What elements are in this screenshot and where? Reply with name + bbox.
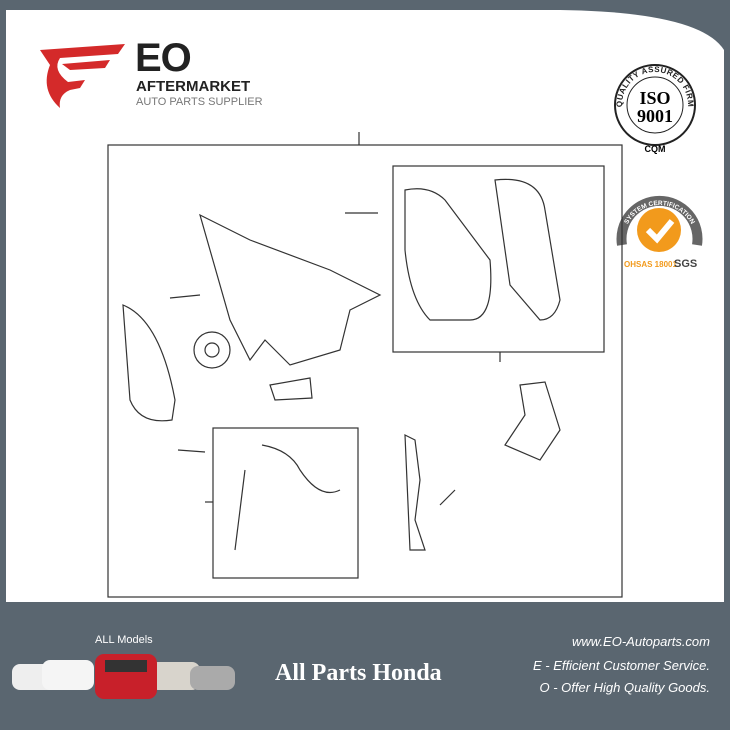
brand-title: AFTERMARKET (136, 78, 251, 95)
mirror-glass (122, 304, 176, 422)
eo-logo-icon (40, 44, 125, 108)
cover-inset (392, 165, 605, 353)
mirror-base (199, 213, 382, 366)
mirror-parts-diagram (107, 132, 623, 598)
sgs-standard: OHSAS 18001 (624, 260, 677, 269)
headline: All Parts Honda (275, 660, 442, 686)
iso-mark: CQM (645, 144, 666, 154)
footer: ALL Models All Parts Honda www.EO-Autopa… (0, 602, 730, 730)
logo-text: EO (135, 36, 192, 80)
car-lineup-image (12, 654, 235, 699)
website: www.EO-Autoparts.com (572, 634, 710, 649)
tagline-o: O - Offer High Quality Goods. (539, 680, 710, 695)
brand-subtitle: AUTO PARTS SUPPLIER (136, 96, 263, 108)
iso-badge: QUALITY ASSURED FIRM ISO 9001 CQM (610, 60, 700, 160)
iso-line2: 9001 (637, 106, 673, 126)
harness-inset (212, 427, 359, 579)
iso-line1: ISO (639, 88, 670, 108)
sgs-mark: SGS (674, 258, 697, 270)
tagline-e: E - Efficient Customer Service. (533, 658, 710, 673)
mirror-cover (494, 178, 561, 321)
sgs-badge: SYSTEM CERTIFICATION OHSAS 18001 SGS (612, 185, 707, 280)
models-label: ALL Models (95, 634, 153, 646)
